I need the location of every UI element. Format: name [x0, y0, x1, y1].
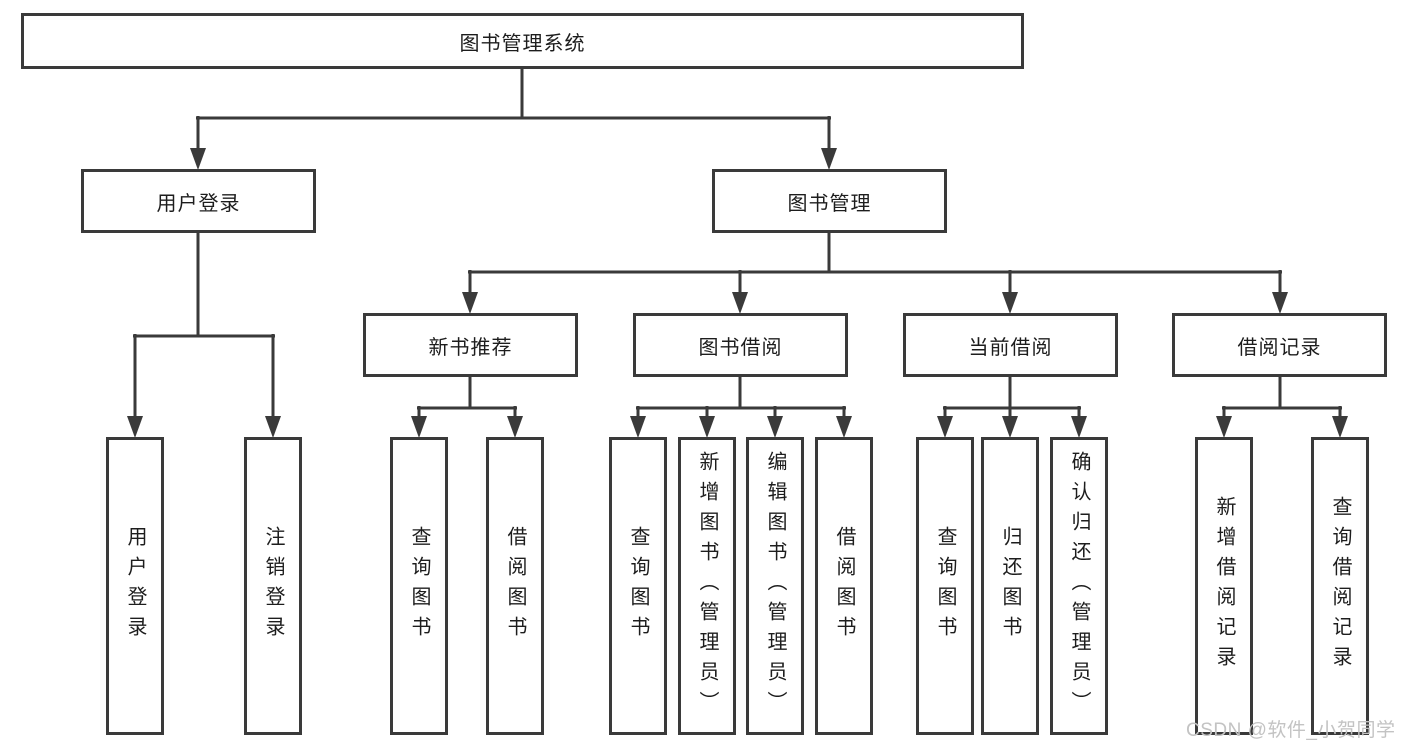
csdn-watermark: CSDN @软件_小贺同学 — [1186, 720, 1396, 741]
leaf-borrow-book-label: 借阅图书 — [833, 526, 855, 646]
connector-user-login-to-leaves — [127, 233, 281, 438]
leaf-confirm-return-admin-label: 确认归还（管理员） — [1068, 451, 1090, 721]
leaf-add-borrow-record: 新增借阅记录 — [1195, 437, 1253, 735]
node-borrowing-records-label: 借阅记录 — [1237, 336, 1322, 359]
leaf-query-books-recommend-label: 查询图书 — [408, 526, 430, 646]
leaf-borrow-book: 借阅图书 — [815, 437, 873, 735]
leaf-logout: 注销登录 — [244, 437, 302, 735]
node-new-book-recommend: 新书推荐 — [363, 313, 578, 377]
connector-new-book-recommend-to-leaves — [411, 377, 523, 438]
connector-current-borrowing-to-leaves — [937, 377, 1087, 438]
node-book-management: 图书管理 — [712, 169, 947, 233]
node-user-login-label: 用户登录 — [156, 192, 241, 215]
leaf-add-book-admin: 新增图书（管理员） — [678, 437, 736, 735]
node-book-management-label: 图书管理 — [787, 192, 872, 215]
leaf-query-books-recommend: 查询图书 — [390, 437, 448, 735]
leaf-query-books-current-label: 查询图书 — [934, 526, 956, 646]
leaf-return-book: 归还图书 — [981, 437, 1039, 735]
node-current-borrowing: 当前借阅 — [903, 313, 1118, 377]
node-book-borrowing-label: 图书借阅 — [698, 336, 783, 359]
leaf-query-borrow-record-label: 查询借阅记录 — [1329, 496, 1351, 676]
leaf-add-book-admin-label: 新增图书（管理员） — [696, 451, 718, 721]
connector-book-borrowing-to-leaves — [630, 377, 852, 438]
leaf-return-book-label: 归还图书 — [999, 526, 1021, 646]
leaf-logout-label: 注销登录 — [262, 526, 284, 646]
connector-book-management-to-level3 — [462, 233, 1288, 314]
leaf-borrow-book-recommend: 借阅图书 — [486, 437, 544, 735]
node-new-book-recommend-label: 新书推荐 — [428, 336, 513, 359]
node-library-system-label: 图书管理系统 — [459, 32, 586, 55]
node-library-system: 图书管理系统 — [21, 13, 1024, 69]
leaf-edit-book-admin: 编辑图书（管理员） — [746, 437, 804, 735]
leaf-user-login: 用户登录 — [106, 437, 164, 735]
leaf-query-books-current: 查询图书 — [916, 437, 974, 735]
leaf-add-borrow-record-label: 新增借阅记录 — [1213, 496, 1235, 676]
node-user-login: 用户登录 — [81, 169, 316, 233]
connector-borrowing-records-to-leaves — [1216, 377, 1348, 438]
leaf-query-books-borrowing-label: 查询图书 — [627, 526, 649, 646]
leaf-query-books-borrowing: 查询图书 — [609, 437, 667, 735]
connector-root-to-level2 — [190, 69, 837, 170]
leaf-edit-book-admin-label: 编辑图书（管理员） — [764, 451, 786, 721]
node-current-borrowing-label: 当前借阅 — [968, 336, 1053, 359]
node-book-borrowing: 图书借阅 — [633, 313, 848, 377]
leaf-user-login-label: 用户登录 — [124, 526, 146, 646]
node-borrowing-records: 借阅记录 — [1172, 313, 1387, 377]
leaf-confirm-return-admin: 确认归还（管理员） — [1050, 437, 1108, 735]
leaf-query-borrow-record: 查询借阅记录 — [1311, 437, 1369, 735]
leaf-borrow-book-recommend-label: 借阅图书 — [504, 526, 526, 646]
